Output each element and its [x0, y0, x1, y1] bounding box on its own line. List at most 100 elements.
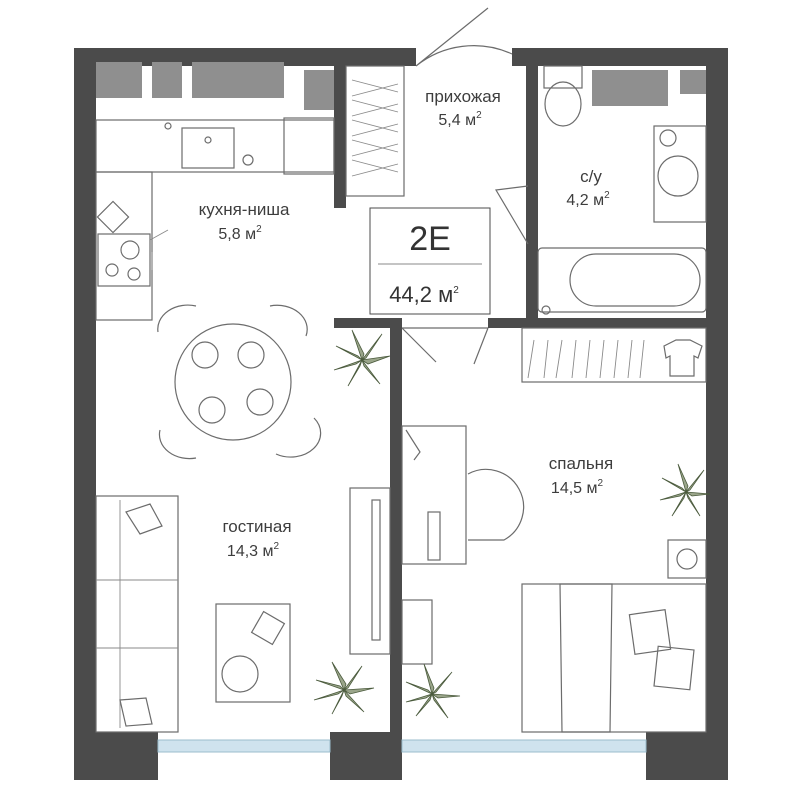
toilet-tank: [543, 65, 583, 89]
room-labels: прихожая 5,4 м2 с/у 4,2 м2 кухня-ниша 5,…: [199, 87, 614, 560]
bedside-shelf: [401, 599, 433, 665]
sofa: [95, 495, 179, 733]
kitchen-outlet: [164, 122, 172, 130]
bedroom-wardrobe: [521, 327, 707, 383]
dining-table: [174, 323, 292, 441]
safe-dial: [676, 548, 698, 570]
sink-drain: [204, 136, 212, 144]
window-5: [592, 70, 668, 106]
tv: [371, 499, 381, 641]
room-name-kitchen: кухня-ниша: [199, 200, 290, 219]
hall-wardrobe: [345, 65, 405, 197]
wall-bath-bedroom: [488, 318, 706, 328]
wall-left: [74, 48, 96, 760]
room-area-bathroom: 4,2 м2: [566, 190, 610, 209]
bedroom-safe: [667, 539, 707, 579]
bedroom-furniture: [401, 327, 707, 733]
stove-burner-1: [120, 240, 140, 260]
desk: [401, 425, 467, 565]
desk-laptop: [427, 511, 441, 561]
wardrobe-frame: [345, 65, 405, 197]
wall-kitchen-hall: [334, 66, 346, 208]
fridge: [283, 117, 335, 175]
plant-icon: [313, 661, 375, 715]
interior-walls: [334, 66, 706, 732]
tv-unit: [349, 487, 391, 655]
room-name-bedroom: спальня: [549, 454, 614, 473]
room-area-hallway: 5,4 м2: [438, 110, 482, 129]
bathtub-basin: [569, 253, 701, 307]
window-4: [304, 70, 334, 110]
stove: [97, 233, 151, 287]
kitchen-tap: [242, 154, 254, 166]
wall-top-left: [74, 48, 416, 66]
stove-burner-3: [127, 267, 141, 281]
room-area-bedroom: 14,5 м2: [551, 478, 604, 497]
sofa-pillows: [119, 503, 163, 727]
bath-drain: [541, 305, 551, 315]
plate-2: [237, 341, 265, 369]
coffee-book: [250, 610, 286, 646]
room-area-kitchen: 5,8 м2: [218, 224, 262, 243]
dining-chairs: [157, 304, 322, 460]
glazing-living: [157, 739, 331, 753]
stove-burner-2: [105, 263, 119, 277]
bed-pillow-1: [628, 609, 672, 655]
wardrobe-hangers: [351, 79, 399, 177]
dining-set: [157, 304, 322, 460]
top-windows: [96, 62, 706, 110]
wall-top-right: [512, 48, 728, 66]
wall-bottom-right: [646, 732, 728, 780]
wall-bottom-mid: [330, 732, 402, 780]
kitchen-box: [96, 200, 130, 234]
plant-icon: [405, 663, 461, 719]
living-furniture: [95, 487, 391, 733]
window-3: [192, 62, 284, 98]
wall-living-bedroom: [390, 318, 402, 732]
plate-4: [246, 388, 274, 416]
washbasin: [657, 155, 699, 197]
sofa-cushions: [96, 500, 178, 728]
info-box-frame: [369, 207, 491, 315]
wall-hall-bottom-left: [334, 318, 402, 328]
plant-icon: [659, 463, 711, 517]
stove-knobs: [149, 229, 169, 270]
vanity: [653, 125, 707, 223]
bathroom-door: [495, 185, 529, 245]
desk-lamp: [405, 429, 421, 461]
apartment-info-box: 2E 44,2 м2: [369, 207, 491, 315]
desk-chair: [467, 468, 525, 541]
plants: [313, 329, 711, 719]
bedroom-hangers: [527, 339, 645, 379]
window-2: [152, 62, 182, 98]
room-name-bathroom: с/у: [580, 167, 602, 186]
toilet-bowl: [544, 81, 582, 127]
bed: [521, 583, 707, 733]
outer-walls: [74, 48, 728, 780]
bed-blanket: [559, 583, 613, 733]
bed-pillow-2: [653, 645, 695, 691]
coffee-tray: [221, 655, 259, 693]
doors: [401, 7, 529, 365]
total-area: 44,2 м2: [389, 282, 459, 307]
kitchen-side-counter: [95, 171, 153, 321]
room-area-living: 14,3 м2: [227, 541, 280, 560]
window-6: [680, 70, 706, 94]
room-name-living: гостиная: [222, 517, 291, 536]
plant-icon: [333, 329, 391, 387]
plate-3: [198, 396, 226, 424]
kitchen-sink: [181, 127, 235, 169]
kitchen-furniture: [95, 117, 335, 321]
bedroom-door: [401, 327, 489, 365]
coffee-table: [215, 603, 291, 703]
wall-hall-bath: [526, 66, 538, 320]
tshirt-icon: [663, 339, 703, 377]
bathroom-fixtures: [537, 65, 707, 315]
room-name-hallway: прихожая: [425, 87, 501, 106]
wall-bottom-left: [74, 732, 158, 780]
bathtub-frame: [537, 247, 707, 313]
bath-accessory: [659, 129, 677, 147]
apartment-code: 2E: [409, 220, 451, 258]
